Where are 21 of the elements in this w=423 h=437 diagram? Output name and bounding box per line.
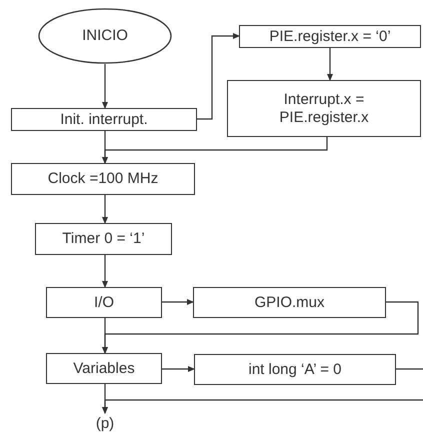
connector-label: (p) [90,413,120,435]
process-box: Init. interrupt. [11,108,197,131]
start-terminal: INICIO [38,8,172,64]
arrow [102,137,328,164]
arrow [102,195,108,224]
process-box: Clock =100 MHz [11,163,195,195]
arrow [327,48,333,81]
arrow [162,299,194,305]
arrow [102,384,108,414]
process-box: I/O [46,287,162,318]
arrow [197,33,240,120]
process-box: GPIO.mux [193,287,386,318]
process-box: PIE.register.x = ‘0’ [239,25,421,48]
process-box: Interrupt.x = PIE.register.x [227,80,421,137]
arrow [162,366,195,372]
arrow [102,64,108,109]
arrow [102,255,108,288]
process-box: int long ‘A’ = 0 [194,354,396,385]
process-box: Timer 0 = ‘1’ [35,223,172,255]
arrow [102,318,108,354]
process-box: Variables [46,353,162,384]
